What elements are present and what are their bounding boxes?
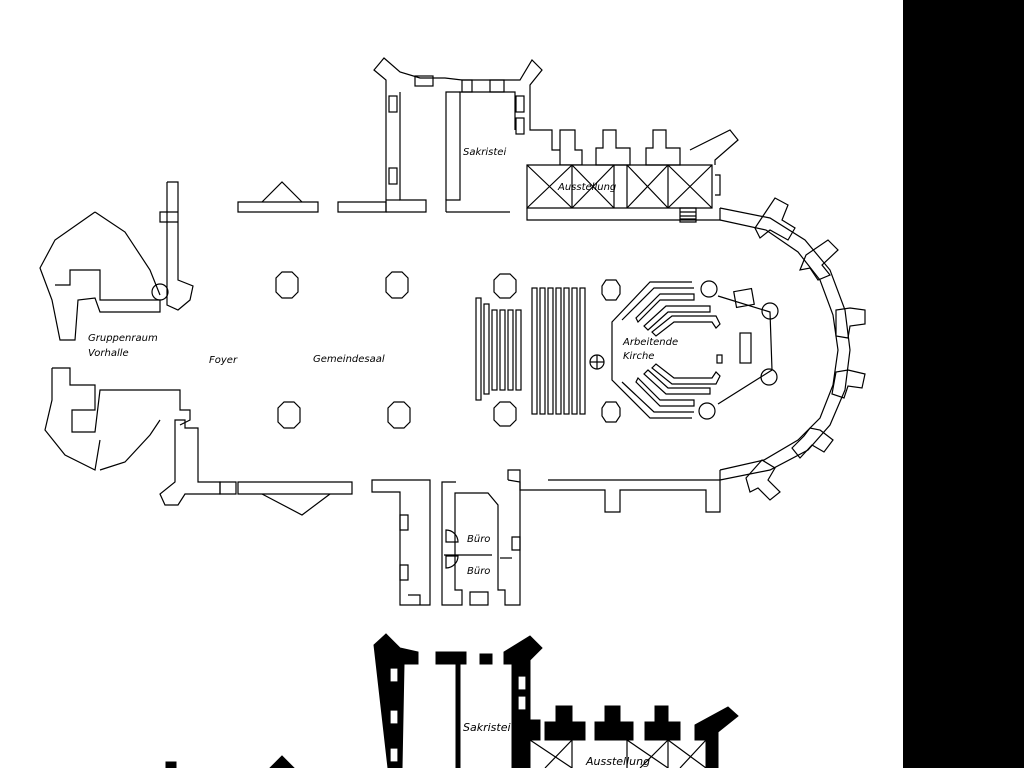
label-foyer: Foyer — [209, 355, 238, 366]
floor-plan: Sakristei Ausstellung Gruppenraum Vorhal… — [39, 57, 866, 768]
label-gemeindesaal: Gemeindesaal — [313, 354, 385, 365]
label-kirche: Kirche — [623, 351, 654, 362]
label-buero-1: Büro — [467, 534, 490, 545]
columns — [275, 271, 621, 429]
outer-walls — [39, 57, 866, 606]
detail-label-ausstellung: Ausstellung — [585, 755, 650, 768]
label-buero-2: Büro — [467, 566, 490, 577]
room-labels: Sakristei Ausstellung Gruppenraum Vorhal… — [88, 147, 678, 577]
window-marks — [388, 75, 525, 185]
detail-label-sakristei: Sakristei — [463, 721, 511, 734]
label-sakristei: Sakristei — [463, 147, 506, 158]
detail-plan: Sakristei Ausstellung — [165, 633, 739, 768]
label-arbeitende: Arbeitende — [622, 337, 678, 348]
pews — [475, 287, 586, 415]
label-gruppenraum: Gruppenraum — [88, 333, 158, 344]
choir-seating — [589, 280, 779, 420]
drawing-sheet: Sakristei Ausstellung Gruppenraum Vorhal… — [0, 0, 903, 768]
label-vorhalle: Vorhalle — [88, 348, 129, 359]
label-ausstellung: Ausstellung — [557, 182, 616, 193]
